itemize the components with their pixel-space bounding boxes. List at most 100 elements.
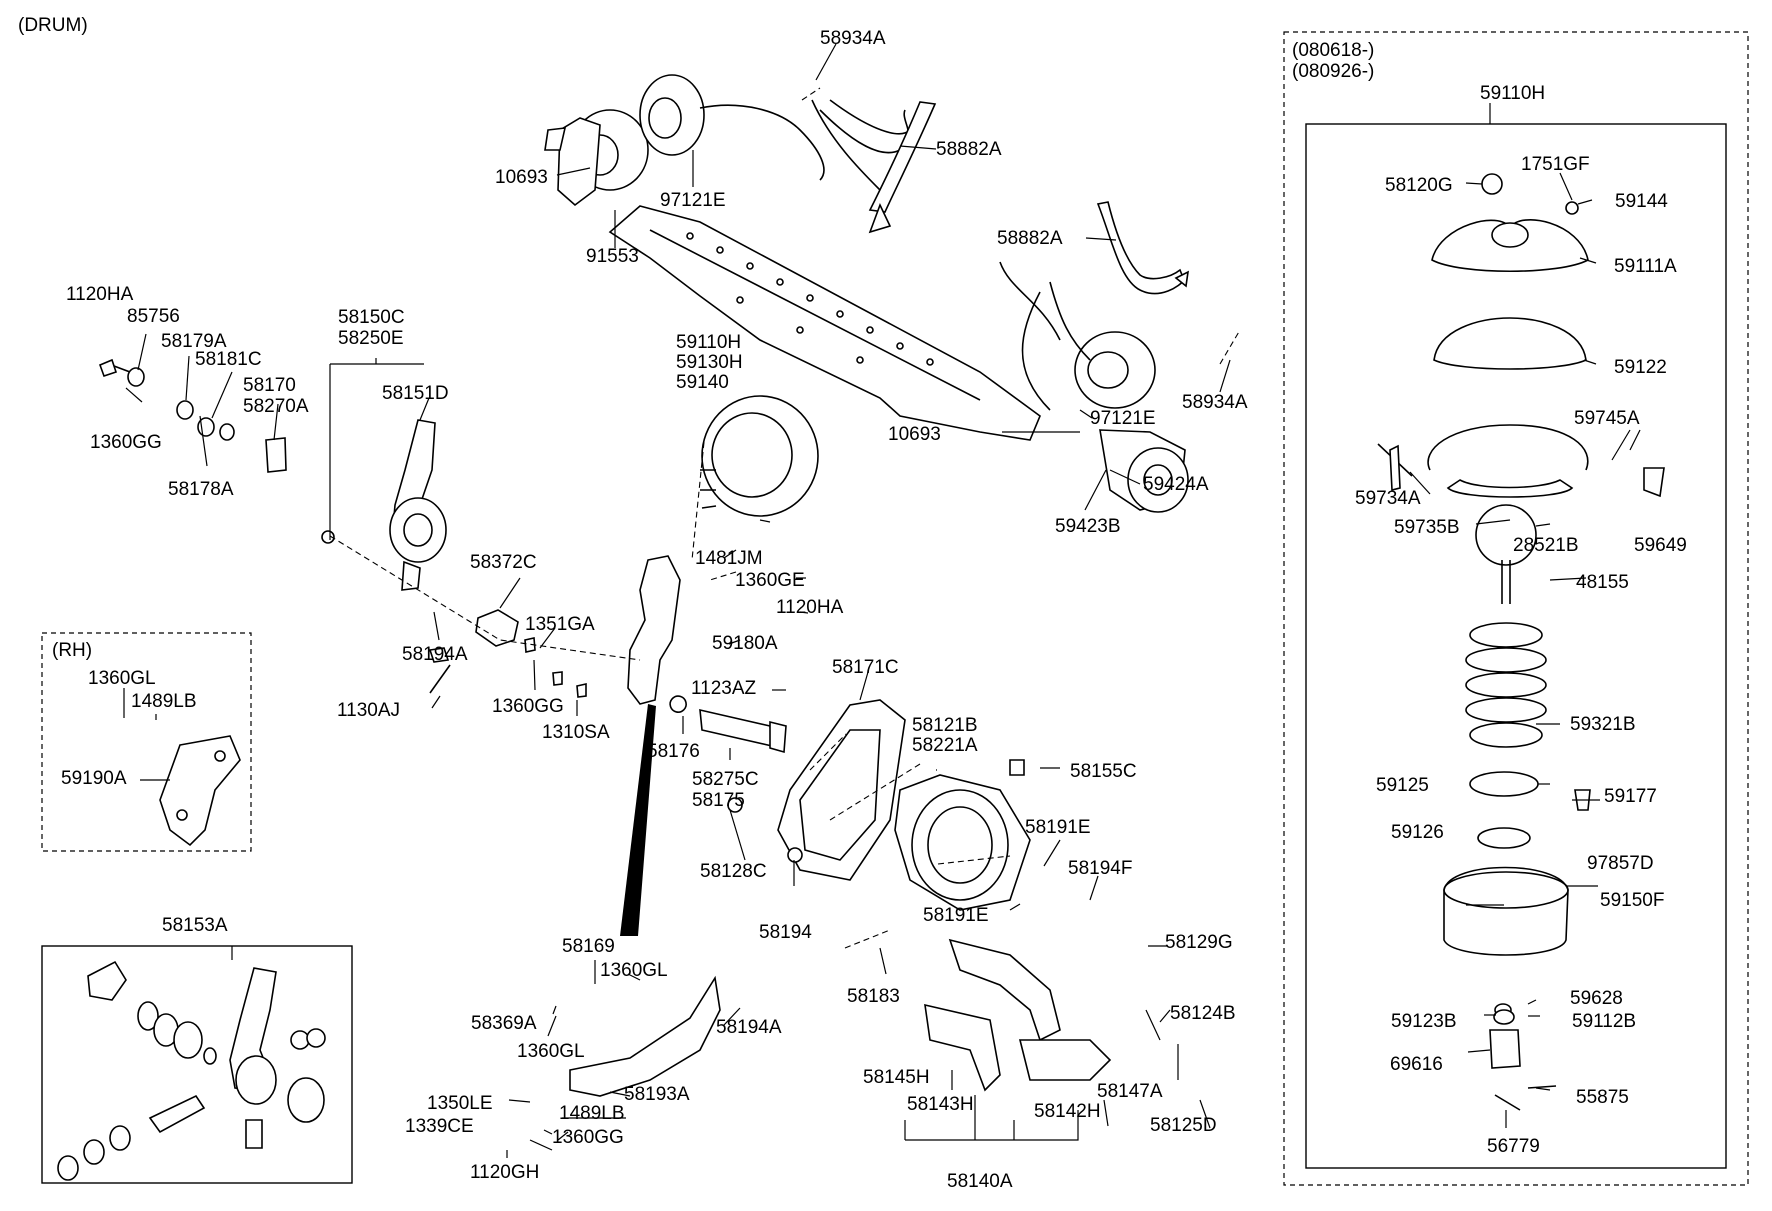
part-number-label[interactable]: 97121E [1090,408,1156,429]
part-number-label[interactable]: 1489LB [559,1103,625,1124]
part-number-label[interactable]: 1339CE [405,1116,474,1137]
part-number-label[interactable]: 1481JM [695,548,763,569]
part-number-label[interactable]: 58179A [161,331,227,352]
part-number-label[interactable]: 97857D [1587,853,1654,874]
part-number-label[interactable]: 58142H [1034,1101,1101,1122]
part-number-label[interactable]: 59177 [1604,786,1657,807]
part-number-label[interactable]: 59123B [1391,1011,1457,1032]
part-number-label[interactable]: 58170 [243,375,296,396]
part-number-label[interactable]: 58372C [470,552,537,573]
part-number-label[interactable]: 58150C [338,307,405,328]
part-number-label[interactable]: 58191E [923,905,989,926]
part-number-label[interactable]: 1130AJ [337,700,400,721]
part-number-label[interactable]: 59111A [1614,256,1677,277]
clevis-plate [475,609,519,647]
part-labels: 58934A 58882A 10693 97121E 91553 58882A 58934A… [61,28,1687,1192]
part-number-label[interactable]: 58140A [947,1171,1013,1192]
part-number-label[interactable]: 58124B [1170,1003,1236,1024]
part-number-label[interactable]: 58153A [162,915,228,936]
part-number-label[interactable]: 1123AZ [691,678,757,699]
part-number-label[interactable]: 1120HA [776,597,844,618]
part-number-label[interactable]: 48155 [1576,572,1629,593]
part-number-label[interactable]: 59649 [1634,535,1687,556]
part-number-label[interactable]: 58183 [847,986,900,1007]
part-number-label[interactable]: 58270A [243,396,309,417]
part-number-label[interactable]: 58120G [1385,175,1453,196]
part-number-label[interactable]: 59321B [1570,714,1636,735]
part-number-label[interactable]: 59140 [676,372,729,393]
part-number-label[interactable]: 58121B [912,715,978,736]
part-number-label[interactable]: 58194A [716,1017,782,1038]
part-number-label[interactable]: 28521B [1513,535,1579,556]
part-number-label[interactable]: 58151D [382,383,449,404]
part-number-label[interactable]: 59745A [1574,408,1640,429]
part-number-label[interactable]: 59125 [1376,775,1429,796]
part-number-label[interactable]: 1120GH [470,1162,539,1183]
variant-label: (DRUM) [18,15,88,36]
part-number-label[interactable]: 59150F [1600,890,1664,911]
part-number-label[interactable]: 58181C [195,349,262,370]
part-number-label[interactable]: 58129G [1165,932,1233,953]
part-number-label[interactable]: 58128C [700,861,767,882]
part-number-label[interactable]: 1360GG [492,696,564,717]
part-number-label[interactable]: 58934A [1182,392,1248,413]
part-number-label[interactable]: 58145H [863,1067,930,1088]
part-number-label[interactable]: 1360GE [735,570,805,591]
part-number-label[interactable]: 1360GG [552,1127,624,1148]
brake-chamber-upper [700,395,819,517]
part-number-label[interactable]: 59122 [1614,357,1667,378]
part-number-label[interactable]: 58275C [692,769,759,790]
part-number-label[interactable]: 58176 [647,741,700,762]
part-number-label[interactable]: 1360GG [90,432,162,453]
part-number-label[interactable]: 58175 [692,790,745,811]
part-number-label[interactable]: 59424A [1143,474,1209,495]
part-number-label[interactable]: 1360GL [88,668,156,689]
part-number-label[interactable]: 59130H [676,352,743,373]
part-number-label[interactable]: 1351GA [525,614,595,635]
part-number-label[interactable]: 59110H [1480,83,1545,104]
part-number-label[interactable]: 59628 [1570,988,1623,1009]
part-number-label[interactable]: 59734A [1355,488,1421,509]
part-number-label[interactable]: 1310SA [542,722,610,743]
part-number-label[interactable]: 1751GF [1521,154,1590,175]
part-number-label[interactable]: 10693 [888,424,941,445]
part-number-label[interactable]: 10693 [495,167,548,188]
part-number-label[interactable]: 97121E [660,190,726,211]
part-number-label[interactable]: 59110H [676,332,741,353]
part-number-label[interactable]: 1360GL [600,960,668,981]
part-number-label[interactable]: 59180A [712,633,778,654]
part-number-label[interactable]: 58143H [907,1094,974,1115]
part-number-label[interactable]: 58250E [338,328,404,349]
part-number-label[interactable]: 69616 [1390,1054,1443,1075]
part-number-label[interactable]: 58147A [1097,1081,1163,1102]
part-number-label[interactable]: 58155C [1070,761,1137,782]
part-number-label[interactable]: 1350LE [427,1093,493,1114]
part-number-label[interactable]: 56779 [1487,1136,1540,1157]
part-number-label[interactable]: 58171C [832,657,899,678]
part-number-label[interactable]: 59112B [1572,1011,1636,1032]
part-number-label[interactable]: 58934A [820,28,886,49]
part-number-label[interactable]: 59126 [1391,822,1444,843]
part-number-label[interactable]: 58169 [562,936,615,957]
part-number-label[interactable]: 1360GL [517,1041,585,1062]
part-number-label[interactable]: 59190A [61,768,127,789]
part-number-label[interactable]: 58194F [1068,858,1132,879]
part-number-label[interactable]: 85756 [127,306,180,327]
part-number-label[interactable]: 58191E [1025,817,1091,838]
part-number-label[interactable]: 91553 [586,246,639,267]
part-number-label[interactable]: 55875 [1576,1087,1629,1108]
part-number-label[interactable]: 58194 [759,922,812,943]
part-number-label[interactable]: 58221A [912,735,978,756]
part-number-label[interactable]: 58882A [936,139,1002,160]
part-number-label[interactable]: 58193A [624,1084,690,1105]
part-number-label[interactable]: 59144 [1615,191,1668,212]
part-number-label[interactable]: 1120HA [66,284,134,305]
part-number-label[interactable]: 59735B [1394,517,1460,538]
part-number-label[interactable]: 58125D [1150,1115,1217,1136]
part-number-label[interactable]: 58369A [471,1013,537,1034]
part-number-label[interactable]: 58882A [997,228,1063,249]
part-number-label[interactable]: 1489LB [131,691,197,712]
part-number-label[interactable]: 59423B [1055,516,1121,537]
part-number-label[interactable]: 58178A [168,479,234,500]
part-number-label[interactable]: 58194A [402,644,468,665]
